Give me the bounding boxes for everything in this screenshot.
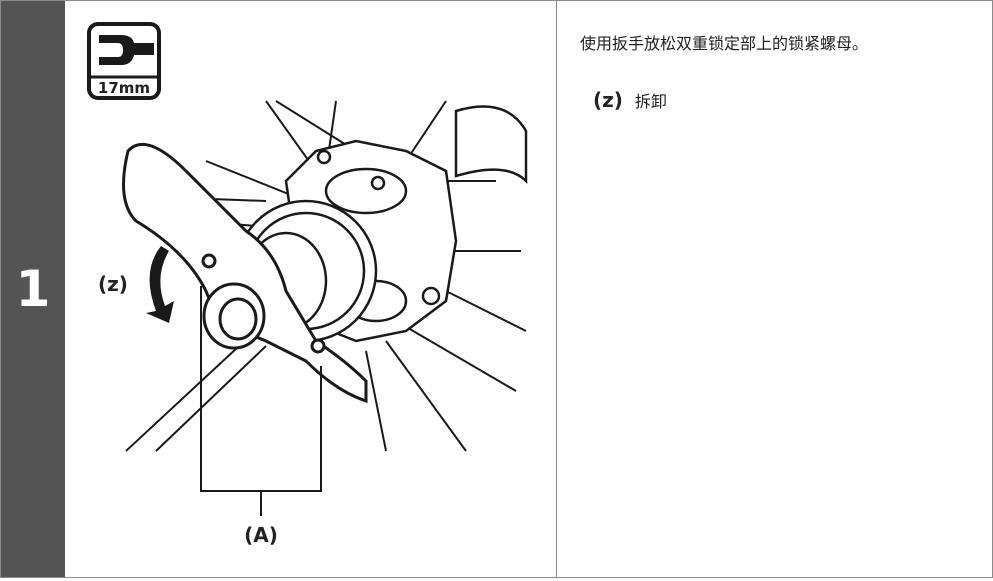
step-sidebar: 1 <box>1 1 65 577</box>
wrench-icon <box>99 35 154 65</box>
rotation-arrow-icon <box>146 246 174 323</box>
spanner-wrench <box>122 142 368 404</box>
step-number: 1 <box>15 260 51 318</box>
tool-badge: 17mm <box>87 22 161 100</box>
legend-description: 拆卸 <box>634 92 667 111</box>
callout-z: (z) <box>98 272 128 296</box>
instruction-text: 使用扳手放松双重锁定部上的锁紧螺母。 <box>580 34 869 53</box>
tool-size-label: 17mm <box>98 79 150 97</box>
legend-item: (z) 拆卸 <box>593 88 667 112</box>
callout-leader-lines <box>200 286 322 516</box>
illustration: 17mm <box>66 1 556 577</box>
hub-illustration: 17mm <box>87 22 528 547</box>
legend-key: (z) <box>593 88 623 112</box>
callout-a: (A) <box>244 523 278 547</box>
column-divider <box>556 1 557 577</box>
